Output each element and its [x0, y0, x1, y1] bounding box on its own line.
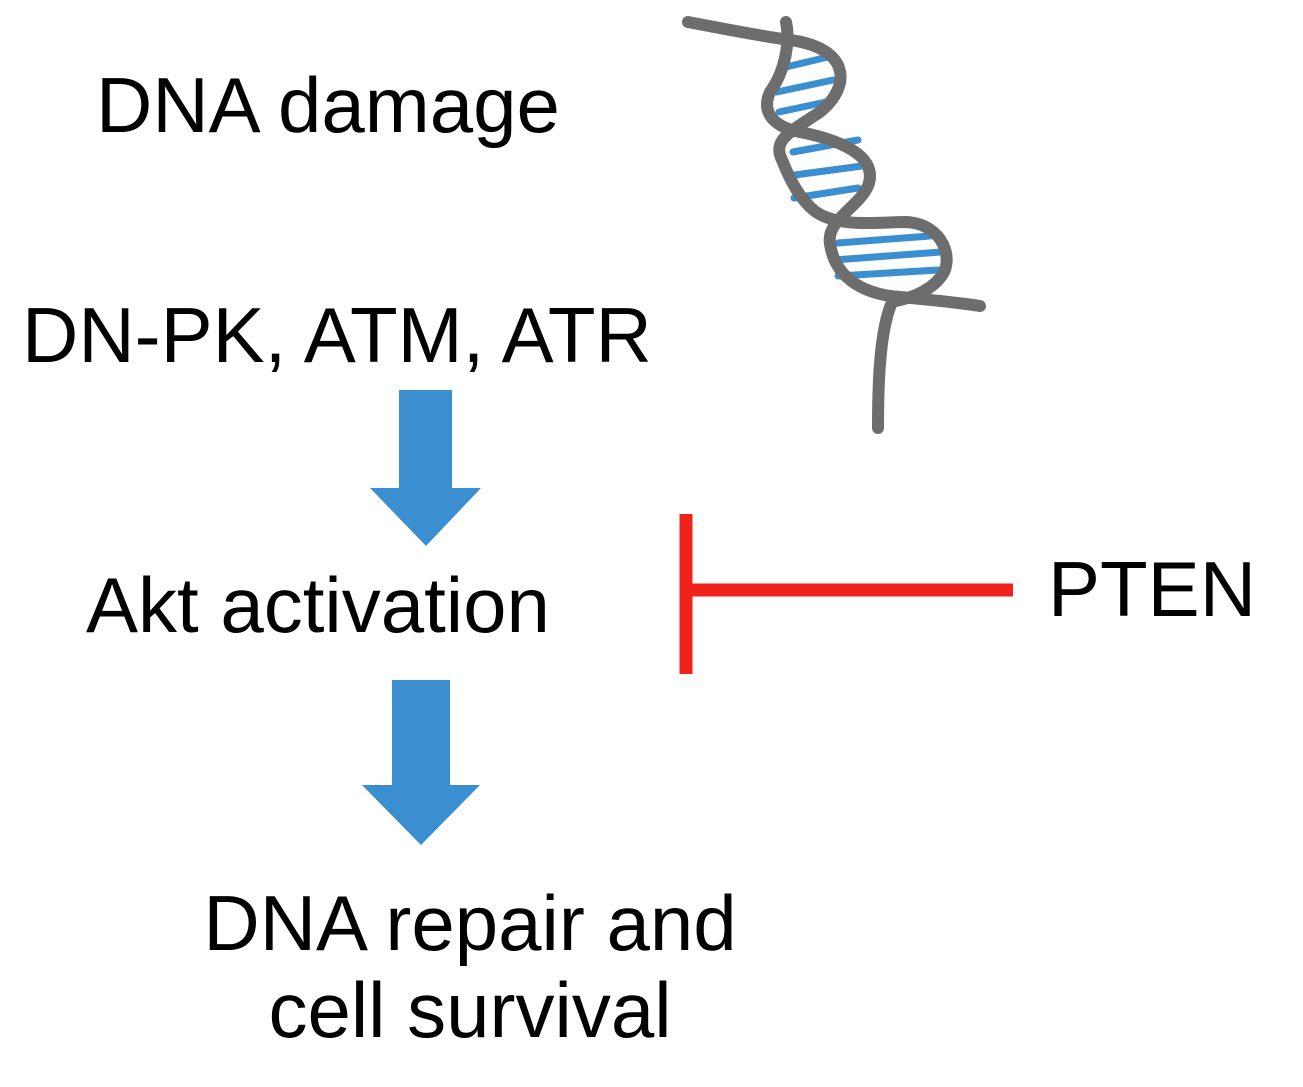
dna-base-pairs — [773, 52, 945, 280]
outcome-label: DNA repair and cell survival — [203, 879, 737, 1055]
dna-damage-label: DNA damage — [96, 61, 560, 149]
pten-label: PTEN — [1048, 545, 1257, 633]
activation-arrow-akt-to-outcome — [362, 680, 480, 845]
activation-arrow-kinases-to-akt — [370, 390, 481, 546]
kinases-label: DN-PK, ATM, ATR — [22, 291, 652, 379]
akt-activation-label: Akt activation — [86, 561, 550, 649]
inhibition-arrow-pten-to-akt — [679, 514, 1013, 674]
dna-backbone — [682, 16, 986, 434]
dna-helix-icon — [682, 16, 986, 434]
